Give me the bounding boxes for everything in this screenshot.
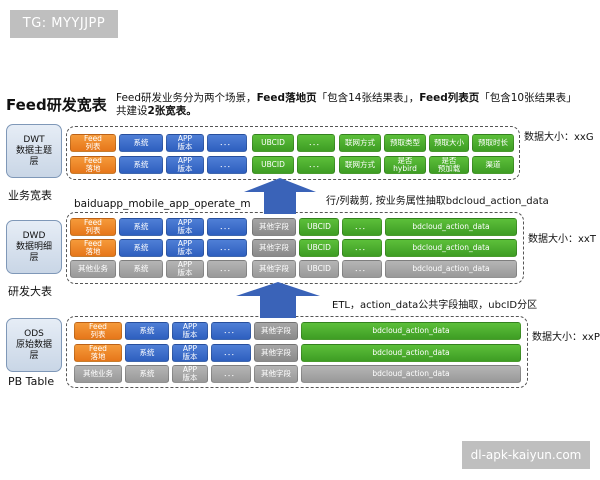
cell-other-biz: 其他业务 (74, 365, 122, 383)
cell-system: 系统 (125, 322, 169, 340)
cell-is-hybird: 是否 hybird (384, 156, 426, 174)
cell-channel: 渠道 (472, 156, 514, 174)
layer-dwt-side-label: 业务宽表 (8, 189, 52, 202)
cell-dots: ．．． (207, 260, 247, 278)
cell-system: 系统 (119, 134, 163, 152)
layer-ods-side-label: PB Table (8, 375, 55, 388)
cell-bdcloud: bdcloud_action_data (385, 239, 517, 257)
cell-feed-list: Feed 列表 (74, 322, 122, 340)
cell-ubcid: UBCID (299, 260, 339, 278)
cell-system: 系统 (125, 344, 169, 362)
cell-dots: ．．． (297, 156, 335, 174)
cell-dots: ．．． (297, 134, 335, 152)
arrow-up-icon (244, 178, 316, 214)
cell-ubcid: UBCID (299, 218, 339, 236)
cell-dots: ．．． (342, 239, 382, 257)
cell-dots: ．．． (207, 156, 247, 174)
ods-container (66, 316, 528, 388)
cell-system: 系统 (125, 365, 169, 383)
cell-ubcid: UBCID (252, 134, 294, 152)
cell-feed-list: Feed 列表 (70, 134, 116, 152)
cell-other-fields: 其他字段 (254, 344, 298, 362)
arrow-up-icon (236, 282, 320, 318)
cell-feed-land: Feed 落地 (70, 156, 116, 174)
cell-bdcloud: bdcloud_action_data (385, 218, 517, 236)
cell-preload-size: 预取大小 (429, 134, 469, 152)
cell-other-fields: 其他字段 (252, 218, 296, 236)
cell-system: 系统 (119, 260, 163, 278)
cell-dots: ．．． (211, 322, 251, 340)
dwt-size-label: 数据大小：xxG (524, 132, 594, 143)
cell-app-version: APP 版本 (172, 344, 208, 362)
page-title: Feed研发宽表 (6, 96, 107, 114)
cell-ubcid: UBCID (299, 239, 339, 257)
cell-preload-time: 预取时长 (472, 134, 514, 152)
cell-app-version: APP 版本 (166, 239, 204, 257)
cell-system: 系统 (119, 239, 163, 257)
watermark-top: TG: MYYJJPP (10, 10, 118, 38)
layer-dwt-box: DWT 数据主题 层 (6, 124, 62, 178)
cell-other-biz: 其他业务 (70, 260, 116, 278)
layer-ods-box: ODS 原始数据 层 (6, 318, 62, 372)
cell-network: 联网方式 (339, 134, 381, 152)
dwt-container (66, 126, 520, 180)
cell-dots: ．．． (211, 365, 251, 383)
layer-dwt-label: DWT 数据主题 层 (15, 134, 52, 167)
cell-dots: ．．． (342, 218, 382, 236)
cell-network: 联网方式 (339, 156, 381, 174)
cell-feed-land: Feed 落地 (70, 239, 116, 257)
cell-bdcloud: bdcloud_action_data (301, 365, 521, 383)
cell-app-version: APP 版本 (166, 218, 204, 236)
cell-dots: ．．． (211, 344, 251, 362)
cell-dots: ．．． (207, 134, 247, 152)
cell-other-fields: 其他字段 (252, 260, 296, 278)
cell-app-version: APP 版本 (172, 365, 208, 383)
description: Feed研发业务分为两个场景，Feed落地页「包含14张结果表」，Feed列表页… (116, 92, 577, 117)
cell-is-preload: 是否 预加载 (429, 156, 469, 174)
cell-other-fields: 其他字段 (254, 322, 298, 340)
cell-preload-type: 预取类型 (384, 134, 426, 152)
layer-dwd-label: DWD 数据明细 层 (15, 230, 52, 263)
cell-system: 系统 (119, 218, 163, 236)
arrow2-label: ETL，action_data公共字段抽取，ubcID分区 (332, 300, 538, 311)
cell-dots: ．．． (207, 239, 247, 257)
cell-feed-land: Feed 落地 (74, 344, 122, 362)
dwd-size-label: 数据大小：xxT (528, 234, 596, 245)
cell-dots: ．．． (207, 218, 247, 236)
cell-feed-list: Feed 列表 (70, 218, 116, 236)
cell-app-version: APP 版本 (166, 134, 204, 152)
cell-app-version: APP 版本 (172, 322, 208, 340)
cell-bdcloud: bdcloud_action_data (301, 322, 521, 340)
layer-dwd-box: DWD 数据明细 层 (6, 220, 62, 274)
layer-dwd-side-label: 研发大表 (8, 285, 52, 298)
layer-ods-label: ODS 原始数据 层 (15, 328, 52, 361)
cell-bdcloud: bdcloud_action_data (301, 344, 521, 362)
arrow1-label: 行/列裁剪, 按业务属性抽取bdcloud_action_data (326, 196, 549, 207)
cell-ubcid: UBCID (252, 156, 294, 174)
source-table-label: baiduapp_mobile_app_operate_m (74, 198, 251, 210)
watermark-bottom: dl-apk-kaiyun.com (462, 441, 590, 469)
cell-app-version: APP 版本 (166, 260, 204, 278)
cell-other-fields: 其他字段 (252, 239, 296, 257)
ods-size-label: 数据大小：xxP (532, 332, 600, 343)
cell-app-version: APP 版本 (166, 156, 204, 174)
cell-bdcloud: bdcloud_action_data (385, 260, 517, 278)
cell-dots: ．．． (342, 260, 382, 278)
cell-system: 系统 (119, 156, 163, 174)
cell-other-fields: 其他字段 (254, 365, 298, 383)
